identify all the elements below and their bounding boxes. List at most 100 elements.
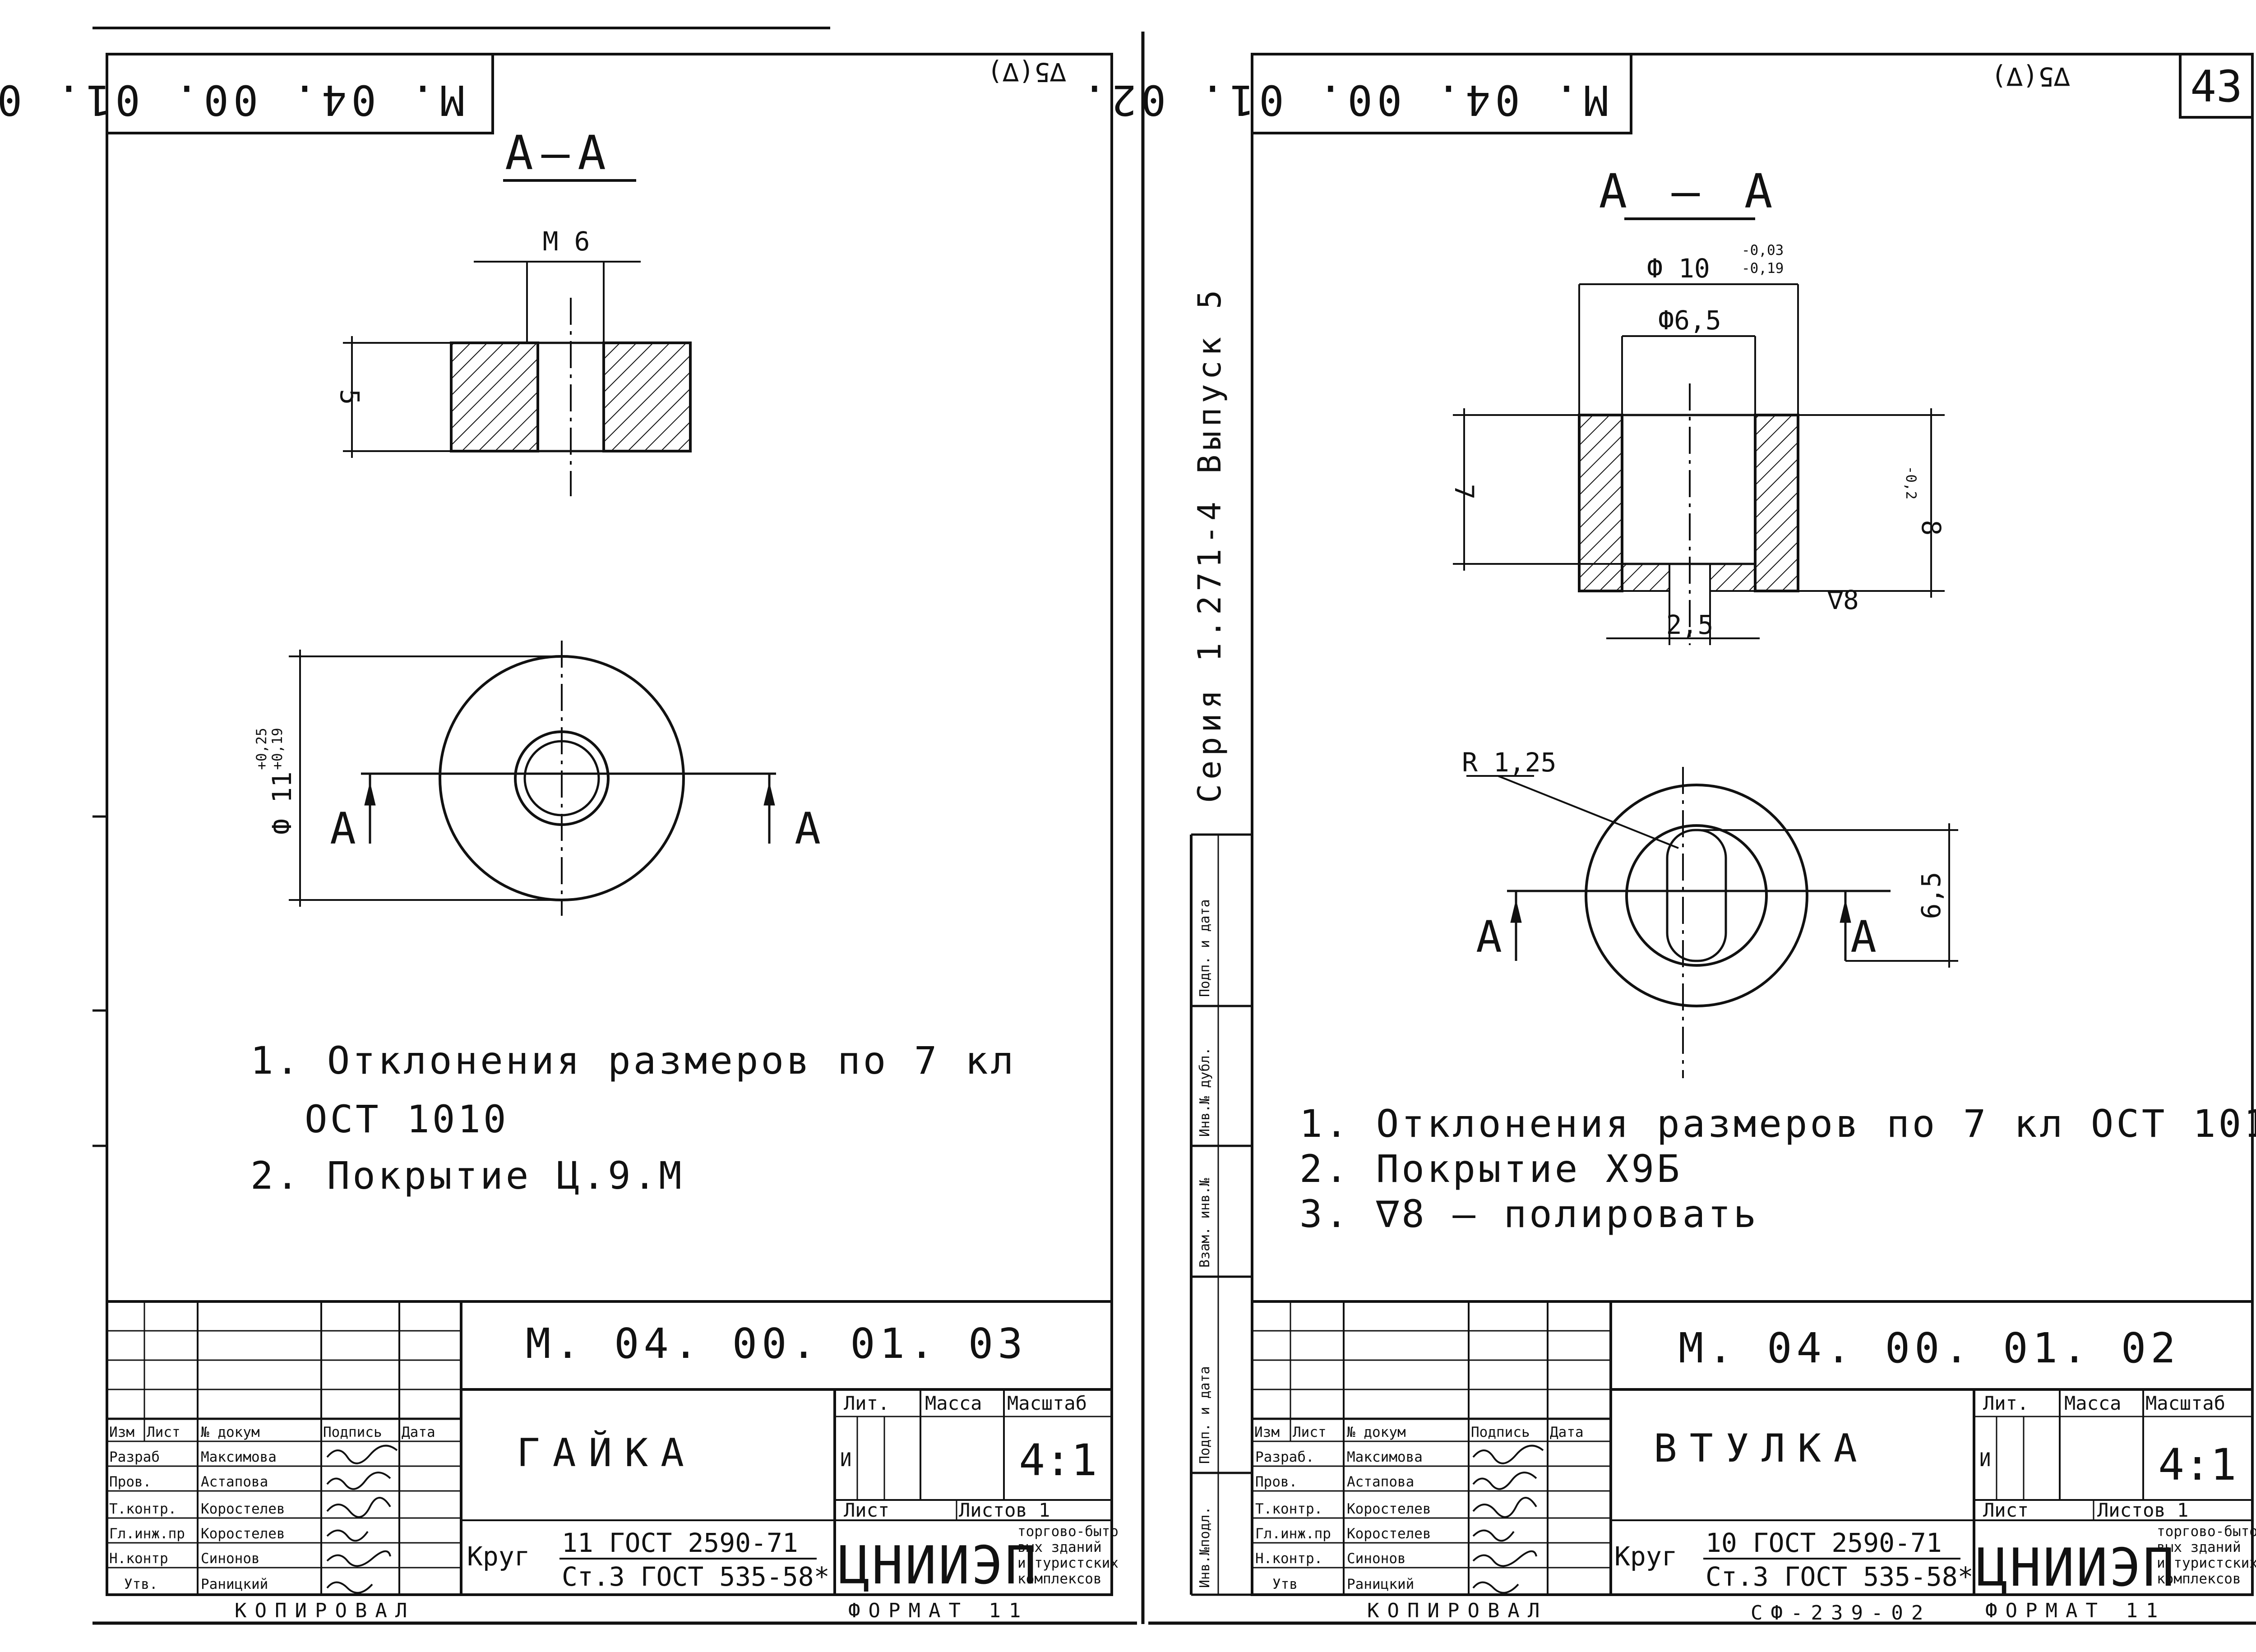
left-tb-role: Н.контр (109, 1550, 168, 1567)
left-tb-hdr-date: Дата (402, 1424, 435, 1440)
right-dim-outer-tol-upper: -0,03 (1742, 242, 1784, 258)
right-tb-role: Н.контр. (1255, 1550, 1322, 1567)
right-bush-hatch-right (1754, 414, 1799, 592)
left-note-1: 1. Отклонения размеров по 7 кл (250, 1038, 1016, 1083)
left-tb-person: Коростелев (201, 1526, 285, 1542)
left-tb-hdr-sheet: Лист (147, 1424, 180, 1440)
left-signature (326, 1497, 391, 1518)
right-tb-org-desc: и туристских (2157, 1555, 2256, 1571)
left-sheet: М. 04. 00. 01. 03 ∇5(∇) А–А М 6 5 А А (0, 53, 1119, 1622)
left-signature (326, 1550, 391, 1567)
right-strip-label: Подп. и дата (1197, 1366, 1213, 1464)
right-bush-bore (1621, 414, 1757, 565)
left-tb-org-desc: вых зданий (1017, 1539, 1102, 1555)
right-tb-material-prefix: Круг (1614, 1541, 1678, 1572)
right-dim-inner: Ф6,5 (1658, 305, 1721, 336)
right-section-label: А – А (1599, 164, 1780, 219)
right-strip-label: Инв.№ дубл. (1197, 1047, 1213, 1137)
left-tb-role: Утв. (124, 1576, 158, 1592)
left-bottom-format: ФОРМАТ 11 (848, 1599, 1029, 1622)
right-signature (1472, 1472, 1537, 1490)
left-tb-scale-header: Масштаб (1007, 1392, 1087, 1414)
left-roughness: ∇5(∇) (987, 57, 1067, 88)
left-signature (326, 1472, 391, 1490)
right-tb-role: Утв (1272, 1576, 1298, 1592)
right-dim-leader-radius (1498, 775, 1679, 849)
right-dim-total: 8 (1916, 520, 1946, 536)
left-note-2: 2. Покрытие Ц.9.М (250, 1154, 684, 1198)
left-dim-height: 5 (334, 389, 365, 405)
right-title-block (1252, 1300, 2252, 1595)
right-dim-outer: Ф 10 (1647, 253, 1710, 284)
left-tb-person: Максимова (201, 1449, 277, 1465)
left-tb-person: Синонов (201, 1550, 260, 1567)
left-tb-person: Астапова (201, 1474, 268, 1490)
right-page-number-box (2179, 53, 2254, 119)
right-stamp-code: М. 04. 00. 01. 02. (1077, 76, 1609, 124)
left-bottom-copied: КОПИРОВАЛ (235, 1599, 415, 1622)
right-tb-role: Пров. (1255, 1474, 1297, 1490)
right-cut-label-left: А (1476, 912, 1502, 962)
left-tb-role: Пров. (109, 1474, 151, 1490)
left-tb-role: Разраб (109, 1449, 160, 1465)
right-tb-code: М. 04. 00. 01. 02 (1678, 1324, 2180, 1372)
left-tb-material-prefix: Круг (467, 1541, 530, 1572)
left-section-label: А–А (505, 125, 614, 180)
right-note-2: 2. Покрытие Х9Б (1299, 1147, 1683, 1191)
right-tb-person: Коростелев (1347, 1526, 1431, 1542)
left-tb-hdr-sign: Подпись (323, 1424, 382, 1440)
right-tb-material-top: 10 ГОСТ 2590-71 (1706, 1527, 1942, 1558)
left-tb-mass-header: Масса (925, 1392, 982, 1414)
left-tb-role: Гл.инж.пр (109, 1526, 185, 1542)
right-tb-person: Раницкий (1347, 1576, 1414, 1592)
right-tb-sheets-label: Листов 1 (2097, 1499, 2188, 1521)
right-bottom-copied: КОПИРОВАЛ (1367, 1599, 1548, 1622)
right-dim-slot: 2,5 (1666, 609, 1714, 640)
left-tb-role: Т.контр. (109, 1501, 176, 1517)
right-strip-label: Взам. инв.№ (1197, 1178, 1213, 1268)
left-tb-name: ГАЙКА (517, 1430, 697, 1476)
right-tb-scale-header: Масштаб (2145, 1392, 2225, 1414)
right-tb-name: ВТУЛКА (1654, 1426, 1870, 1471)
left-stamp-code: М. 04. 00. 01. 03 (0, 76, 465, 124)
right-tb-hdr-date: Дата (1550, 1424, 1584, 1440)
left-tb-org-desc: комплексов (1017, 1571, 1102, 1587)
right-roughness: ∇5(∇) (1991, 61, 2071, 92)
left-tb-sheet-label: Лист (844, 1499, 889, 1521)
right-tb-org-desc: комплексов (2157, 1571, 2241, 1587)
right-note-1: 1. Отклонения размеров по 7 кл ОСТ 1010 (1299, 1102, 2256, 1146)
left-cut-label-left: А (330, 803, 356, 854)
left-dim-thread: М 6 (543, 226, 590, 257)
left-cut-arrowhead (763, 782, 775, 806)
right-note-3: 3. ∇8 — полировать (1299, 1192, 1759, 1236)
right-tb-hdr-sign: Подпись (1471, 1424, 1530, 1440)
left-tb-lit-header: Лит. (844, 1392, 889, 1414)
left-nut-section-hatch-right (602, 341, 692, 452)
right-tb-role: Т.контр. (1255, 1501, 1322, 1517)
left-tb-person: Коростелев (201, 1501, 285, 1517)
left-tb-lit-value: И (840, 1449, 851, 1471)
right-tb-hdr-sheet: Лист (1293, 1424, 1327, 1440)
right-tb-scale-value: 4:1 (2158, 1440, 2236, 1490)
left-dim-diameter: Ф 11 (267, 771, 297, 835)
right-dim-height: 7 (1449, 484, 1479, 500)
right-page-number: 43 (2190, 61, 2242, 112)
right-dim-outer-tol-lower: -0,19 (1742, 260, 1784, 277)
right-tb-hdr-doc: № докум (1347, 1424, 1406, 1440)
left-signature (326, 1529, 369, 1542)
right-bush-hatch-bottom-right (1709, 563, 1756, 592)
left-tb-material-top: 11 ГОСТ 2590-71 (562, 1527, 798, 1558)
right-tb-org-desc: вых зданий (2157, 1539, 2241, 1555)
left-signature (326, 1581, 373, 1594)
right-tb-person: Коростелев (1347, 1501, 1431, 1517)
left-cut-label-right: А (795, 803, 821, 854)
left-tb-sheets-label: Листов 1 (959, 1499, 1050, 1521)
left-tb-scale-value: 4:1 (1019, 1435, 1097, 1486)
right-strip-label: Инв.№подл. (1197, 1506, 1213, 1588)
right-tb-sheet-label: Лист (1983, 1499, 2029, 1521)
right-tb-role: Гл.инж.пр (1255, 1526, 1331, 1542)
left-cut-arrowhead (364, 782, 376, 806)
right-cut-arrowhead (1840, 900, 1851, 923)
right-bush-inner-circle (1625, 824, 1768, 967)
